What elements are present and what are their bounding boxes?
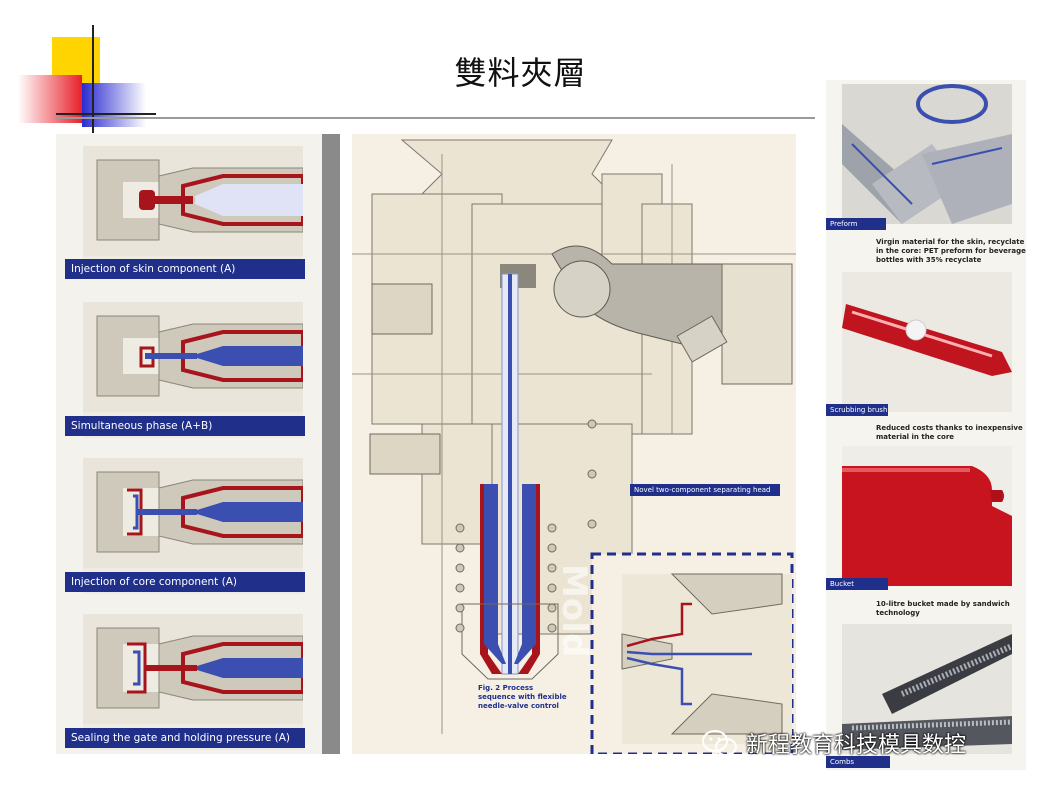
step-panel-4: Sealing the gate and holding pressure (A… <box>83 614 303 750</box>
preform-text-line-1: Virgin material for the skin, recyclate <box>876 238 1026 247</box>
product-examples-column: Preform Virgin material for the skin, re… <box>826 80 1026 770</box>
bucket-label: Bucket <box>826 578 888 590</box>
preform-photo <box>842 84 1012 224</box>
separating-head-drawing: Novel two-component separating head Fig.… <box>352 134 796 754</box>
preform-text-line-2: in the core: PET preform for beverage <box>876 247 1026 256</box>
step-panel-1: Injection of skin component (A) <box>83 146 303 276</box>
watermark-text: 新程教育科技模具数控 <box>746 727 966 759</box>
sealing-gate-diagram <box>83 614 303 724</box>
background-side-text: Mold <box>554 564 594 657</box>
step-panel-2: Simultaneous phase (A+B) <box>83 302 303 438</box>
logo-horizontal-line <box>56 113 156 115</box>
figure-caption: Fig. 2 Process sequence with flexible ne… <box>478 684 578 711</box>
scrubbing-brush-label: Scrubbing brush <box>826 404 888 416</box>
needle-valve-drawing <box>352 134 796 754</box>
brush-image <box>842 272 1012 412</box>
simultaneous-phase-diagram <box>83 302 303 412</box>
step-caption-1: Injection of skin component (A) <box>65 259 305 279</box>
title-divider <box>55 117 815 119</box>
preform-image <box>842 84 1012 224</box>
step-caption-4: Sealing the gate and holding pressure (A… <box>65 728 305 748</box>
core-injection-diagram <box>83 458 303 568</box>
bucket-image <box>842 446 1012 586</box>
step-caption-3: Injection of core component (A) <box>65 572 305 592</box>
bucket-text-line-1: 10-litre bucket made by sandwich <box>876 600 1026 609</box>
brush-text-line-1: Reduced costs thanks to inexpensive <box>876 424 1026 433</box>
wechat-watermark: 新程教育科技模具数控 <box>700 726 966 760</box>
bucket-photo <box>842 446 1012 586</box>
preform-description: Virgin material for the skin, recyclate … <box>876 238 1026 265</box>
scrubbing-brush-description: Reduced costs thanks to inexpensive mate… <box>876 424 1026 442</box>
figure-caption-line-1: Fig. 2 Process <box>478 684 578 693</box>
bucket-text-line-2: technology <box>876 609 1026 618</box>
scan-edge <box>322 134 340 754</box>
step-panel-3: Injection of core component (A) <box>83 458 303 594</box>
wechat-icon <box>700 728 740 758</box>
scrubbing-brush-photo <box>842 272 1012 412</box>
brush-text-line-2: material in the core <box>876 433 1026 442</box>
skin-injection-diagram <box>83 146 303 256</box>
bucket-description: 10-litre bucket made by sandwich technol… <box>876 600 1026 618</box>
figure-caption-line-3: needle-valve control <box>478 702 578 711</box>
step-caption-2: Simultaneous phase (A+B) <box>65 416 305 436</box>
separating-head-label: Novel two-component separating head <box>634 485 780 495</box>
preform-text-line-3: bottles with 35% recyclate <box>876 256 1026 265</box>
figure-caption-line-2: sequence with flexible <box>478 693 578 702</box>
preform-label: Preform <box>826 218 886 230</box>
